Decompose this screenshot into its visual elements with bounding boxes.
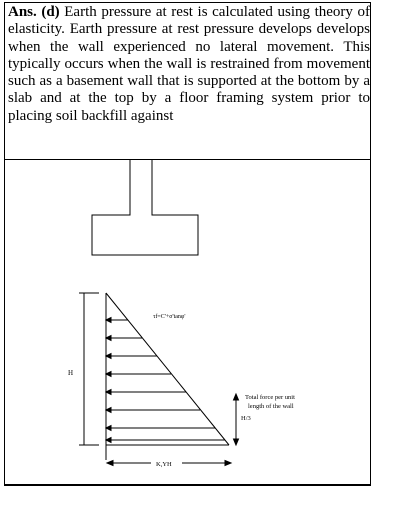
earth-pressure-diagram: H τf=C'+σ'tanφ' Total force per unit len…: [68, 160, 295, 468]
pressure-triangle: [105, 292, 230, 446]
separator-line-bottom: [5, 484, 370, 485]
answer-frame: [4, 2, 371, 486]
answer-label: Ans. (d): [8, 4, 60, 20]
retaining-wall-shape: [91, 160, 199, 256]
answer-text: Earth pressure at rest is calculated usi…: [8, 4, 370, 124]
force-height-label: H/3: [241, 415, 251, 422]
separator-line-top: [5, 159, 370, 160]
base-pressure-dimension: [105, 459, 233, 467]
total-force-label-line2: length of the wall: [248, 403, 294, 410]
answer-paragraph: Ans. (d) Earth pressure at rest is calcu…: [8, 4, 370, 125]
base-pressure-label: K,YH: [156, 461, 172, 468]
height-dimension: [79, 292, 99, 446]
resultant-force-marker: [232, 392, 240, 447]
shear-strength-formula: τf=C'+σ'tanφ': [153, 313, 185, 320]
total-force-label-line1: Total force per unit: [245, 394, 295, 401]
height-label: H: [68, 369, 73, 377]
pressure-arrows: [104, 316, 225, 444]
